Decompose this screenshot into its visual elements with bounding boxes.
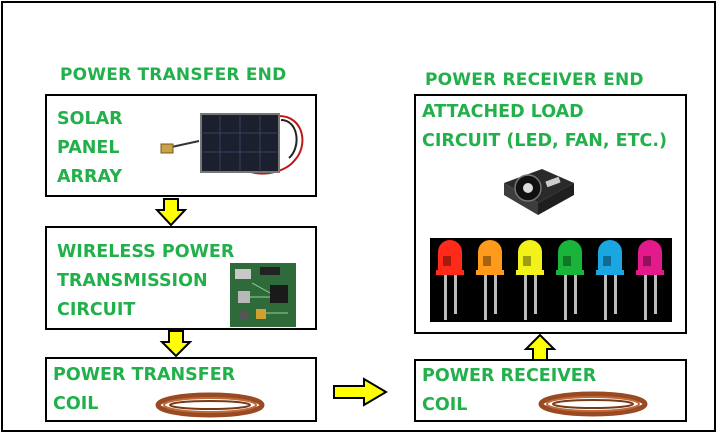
led-5 xyxy=(596,240,624,320)
led-4 xyxy=(556,240,584,320)
transfer-coil-label: POWER TRANSFER COIL xyxy=(53,365,236,414)
led-1 xyxy=(436,240,464,320)
led-strip xyxy=(430,238,672,322)
receiver-coil-box: POWER RECEIVER COIL xyxy=(414,359,687,422)
down-arrow-1 xyxy=(154,198,188,227)
transmission-circuit-label: WIRELESS POWER TRANSMISSION CIRCUIT xyxy=(57,242,235,320)
transfer-coil-box: POWER TRANSFER COIL xyxy=(45,357,317,422)
fan-icon xyxy=(504,169,574,215)
load-circuit-label: ATTACHED LOAD CIRCUIT (LED, FAN, ETC.) xyxy=(422,102,668,151)
right-arrow xyxy=(333,377,388,407)
led-3 xyxy=(516,240,544,320)
receiver-coil-icon xyxy=(538,391,648,417)
transmission-circuit-box: WIRELESS POWER TRANSMISSION CIRCUIT xyxy=(45,226,317,330)
transfer-end-heading: POWER TRANSFER END xyxy=(60,65,287,85)
down-arrow-2 xyxy=(159,330,193,358)
receiver-end-heading: POWER RECEIVER END xyxy=(425,70,644,90)
solar-panel-label: SOLAR PANEL ARRAY xyxy=(57,109,123,187)
circuit-board-icon xyxy=(230,263,296,327)
transfer-coil-icon xyxy=(155,392,265,418)
receiver-coil-label: POWER RECEIVER COIL xyxy=(422,366,597,415)
led-2 xyxy=(476,240,504,320)
up-arrow xyxy=(523,333,557,362)
solar-panel-icon xyxy=(160,113,304,175)
solar-panel-box: SOLAR PANEL ARRAY xyxy=(45,94,317,197)
load-circuit-box: ATTACHED LOAD CIRCUIT (LED, FAN, ETC.) xyxy=(414,94,687,334)
led-row xyxy=(436,240,664,320)
led-6 xyxy=(636,240,664,320)
